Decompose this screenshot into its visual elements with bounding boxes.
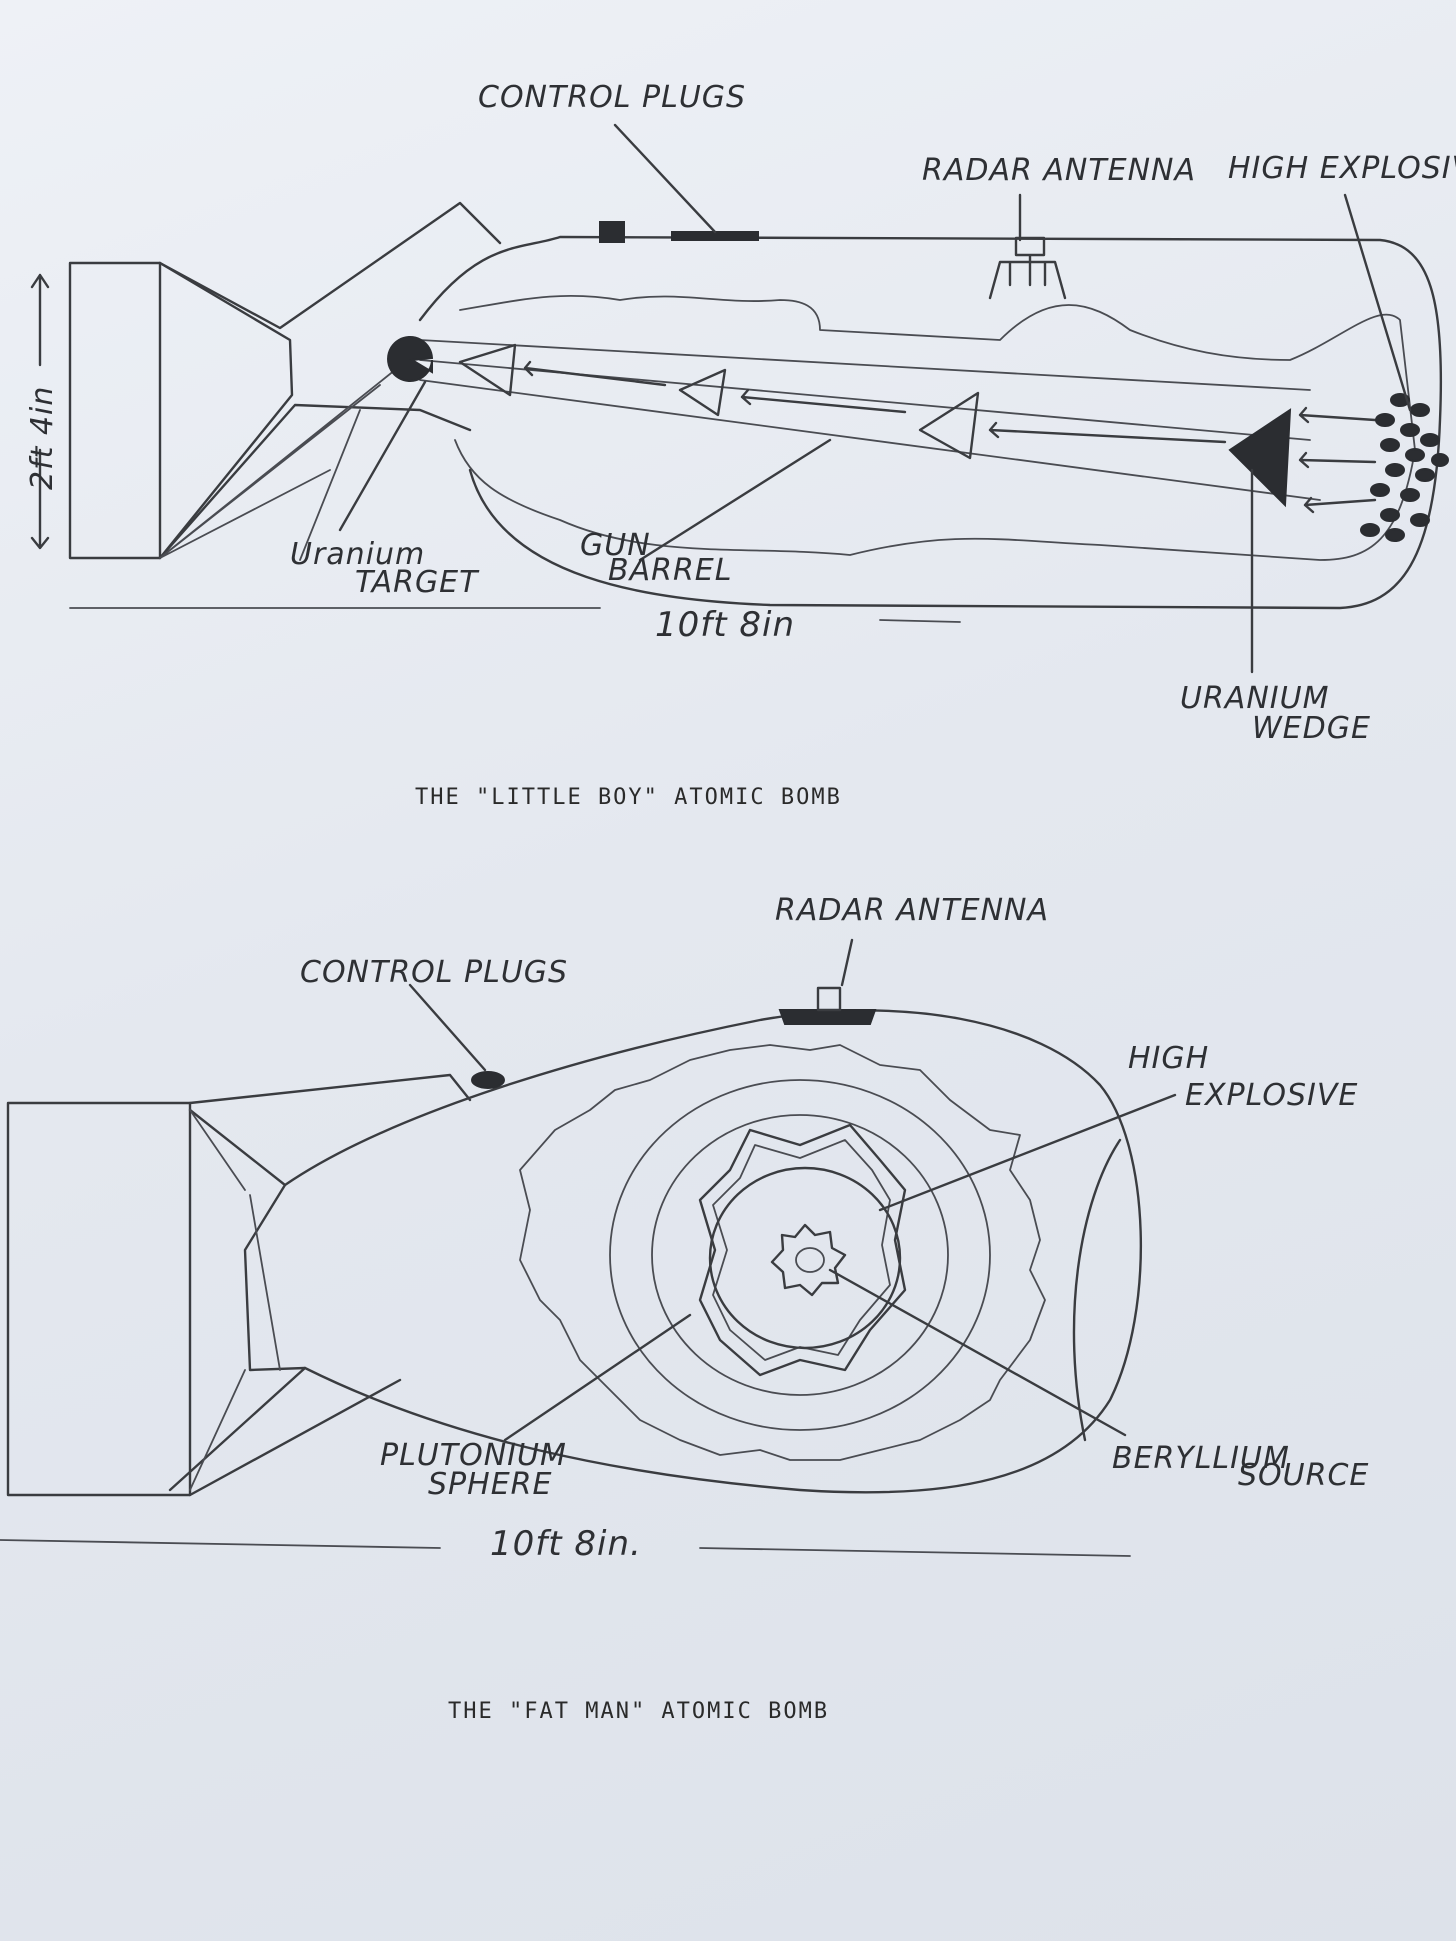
fat-man-plutonium-sphere	[708, 1166, 902, 1350]
projectile-triangle-1	[458, 343, 517, 397]
fm-label-beryllium-line2: SOURCE	[1238, 1458, 1369, 1493]
fat-man-ring-outer	[609, 1079, 991, 1431]
control-plugs-leader	[613, 123, 717, 234]
arrow-2	[740, 388, 907, 414]
projectile-triangle-3	[918, 391, 980, 460]
arrow-3	[988, 421, 1227, 444]
little-boy-gun-housing	[454, 294, 1416, 561]
fm-plutonium-leader	[503, 1313, 692, 1442]
fat-man-control-plug	[471, 1071, 505, 1089]
label-uranium-wedge-line1: URANIUM	[1180, 681, 1329, 716]
uranium-target-leader	[338, 380, 427, 532]
fm-label-high-explosive-line1: HIGH	[1128, 1041, 1209, 1076]
high-explosive-pellets	[1360, 393, 1449, 542]
fat-man-caption: THE "FAT MAN" ATOMIC BOMB	[448, 1699, 829, 1724]
fat-man-tail-bottom	[188, 1378, 402, 1497]
fat-man-casing	[283, 1009, 1143, 1494]
fm-label-high-explosive-line2: EXPLOSIVE	[1185, 1078, 1358, 1113]
little-boy-caption: THE "LITTLE BOY" ATOMIC BOMB	[415, 785, 842, 810]
length-dimension-line	[69, 607, 961, 623]
uranium-wedge-shape	[1228, 408, 1292, 508]
gun-barrel-leader	[638, 438, 832, 562]
fat-man-tail-struts	[189, 1109, 281, 1491]
fm-label-beryllium-line1: BERYLLIUM	[1112, 1441, 1290, 1476]
fat-man-beryllium-center	[795, 1247, 825, 1273]
fat-man-diagram: RADAR ANTENNA CONTROL PLUGS HIGH EXPLOSI…	[0, 893, 1369, 1724]
fat-man-tail-top	[188, 1073, 472, 1105]
little-boy-casing	[418, 235, 1443, 610]
high-explosive-leader	[1343, 193, 1412, 412]
label-uranium-target-line1: Uranium	[290, 537, 425, 572]
fm-radar-leader	[840, 938, 854, 987]
little-boy-tail-box	[68, 261, 162, 560]
label-gun-barrel-line1: GUN	[580, 528, 651, 563]
fm-label-plutonium-line1: PLUTONIUM	[380, 1438, 567, 1473]
fat-man-radar-antenna-shape	[816, 986, 842, 1012]
fat-man-radar-base	[778, 1009, 877, 1025]
arrow-5	[1298, 451, 1377, 469]
little-boy-tail-cone	[158, 261, 294, 560]
label-gun-barrel-line2: BARREL	[608, 553, 732, 588]
little-boy-radar-antenna-shape	[988, 236, 1067, 300]
fm-high-explosive-leader	[878, 1093, 1177, 1212]
label-height: 2ft 4in	[25, 386, 60, 490]
little-boy-gun-barrel	[419, 339, 1321, 501]
projectile-triangle-2	[678, 368, 727, 417]
fat-man-lens-star-inner	[712, 1139, 891, 1361]
label-uranium-target-line2: TARGET	[355, 565, 480, 600]
label-high-explosive: HIGH EXPLOSIVE	[1228, 151, 1456, 186]
arrow-4	[1298, 406, 1377, 424]
fm-length-line	[0, 1539, 1131, 1557]
fm-label-control-plugs: CONTROL PLUGS	[300, 955, 568, 990]
control-plug-block	[599, 221, 625, 243]
fm-label-plutonium-line2: SPHERE	[428, 1467, 552, 1502]
height-dimension-arrow	[30, 273, 50, 550]
little-boy-diagram: CONTROL PLUGS RADAR ANTENNA HIGH EXPLOSI…	[25, 80, 1456, 810]
little-boy-tail-fin-top	[158, 201, 502, 330]
little-boy-tail-fin-bottom	[158, 403, 472, 560]
fm-beryllium-leader	[828, 1268, 1127, 1437]
arrow-6	[1303, 496, 1377, 514]
fm-label-length: 10ft 8in.	[490, 1524, 642, 1564]
fat-man-lens-star	[698, 1123, 907, 1377]
fm-control-plugs-leader	[408, 983, 487, 1072]
label-control-plugs: CONTROL PLUGS	[478, 80, 746, 115]
label-uranium-wedge-line2: WEDGE	[1252, 711, 1371, 746]
fat-man-tail-cone	[168, 1108, 307, 1492]
fat-man-beryllium-core	[770, 1223, 847, 1297]
label-radar-antenna: RADAR ANTENNA	[922, 153, 1196, 188]
fat-man-ring-middle	[651, 1114, 949, 1396]
fat-man-explosive-shell	[519, 1044, 1046, 1461]
uranium-target-shape	[387, 336, 434, 382]
little-boy-tail-struts	[159, 349, 421, 561]
label-length: 10ft 8in	[655, 605, 795, 645]
arrow-1	[523, 360, 667, 387]
fat-man-nose-band	[1072, 1138, 1122, 1442]
fm-label-radar-antenna: RADAR ANTENNA	[775, 893, 1049, 928]
fat-man-tail-box	[6, 1101, 192, 1497]
